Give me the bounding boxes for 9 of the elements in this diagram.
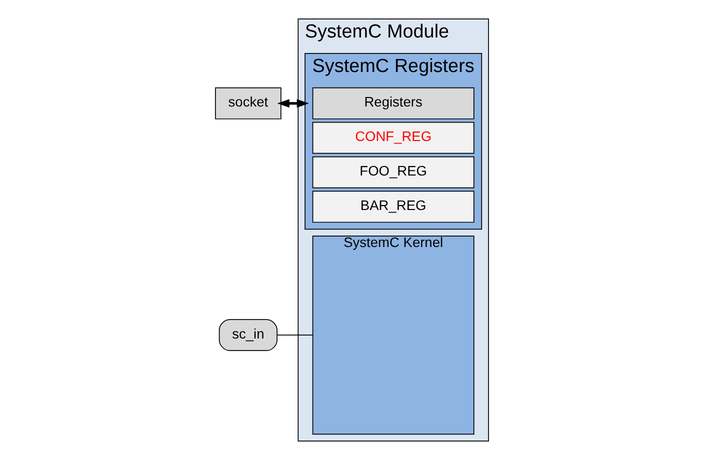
connector — [276, 334, 314, 336]
node-box: Registers — [312, 87, 474, 120]
node-box: socket — [215, 87, 282, 120]
arrow — [277, 99, 309, 108]
node-box: SystemC Kernel — [312, 236, 474, 435]
node-box: sc_in — [218, 319, 278, 352]
node-box: BAR_REG — [312, 190, 474, 223]
node-box: CONF_REG — [312, 122, 474, 154]
node-box: FOO_REG — [312, 156, 474, 188]
